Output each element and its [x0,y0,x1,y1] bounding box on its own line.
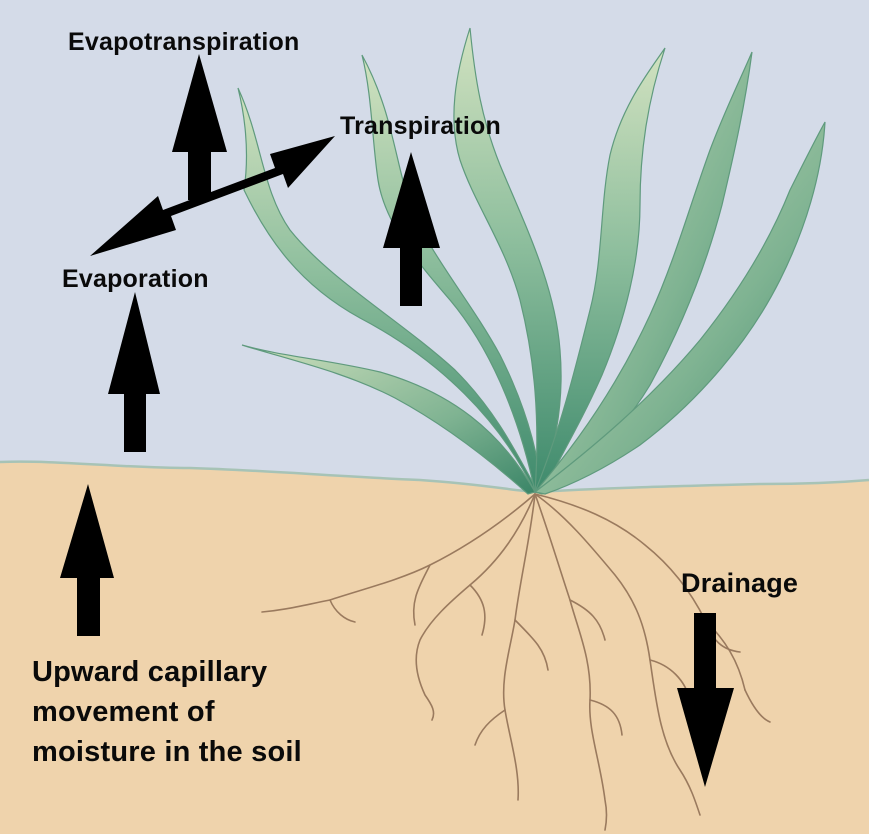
evaporation-label: Evaporation [62,265,209,294]
transpiration-label: Transpiration [340,112,501,141]
capillary-movement-label: Upward capillary movement of moisture in… [32,652,362,772]
soil [0,462,869,834]
capillary-label-line-3: moisture in the soil [32,732,362,772]
capillary-label-line-1: Upward capillary [32,652,362,692]
drainage-label: Drainage [681,568,798,599]
evapotranspiration-label: Evapotranspiration [68,28,299,57]
capillary-label-line-2: movement of [32,692,362,732]
